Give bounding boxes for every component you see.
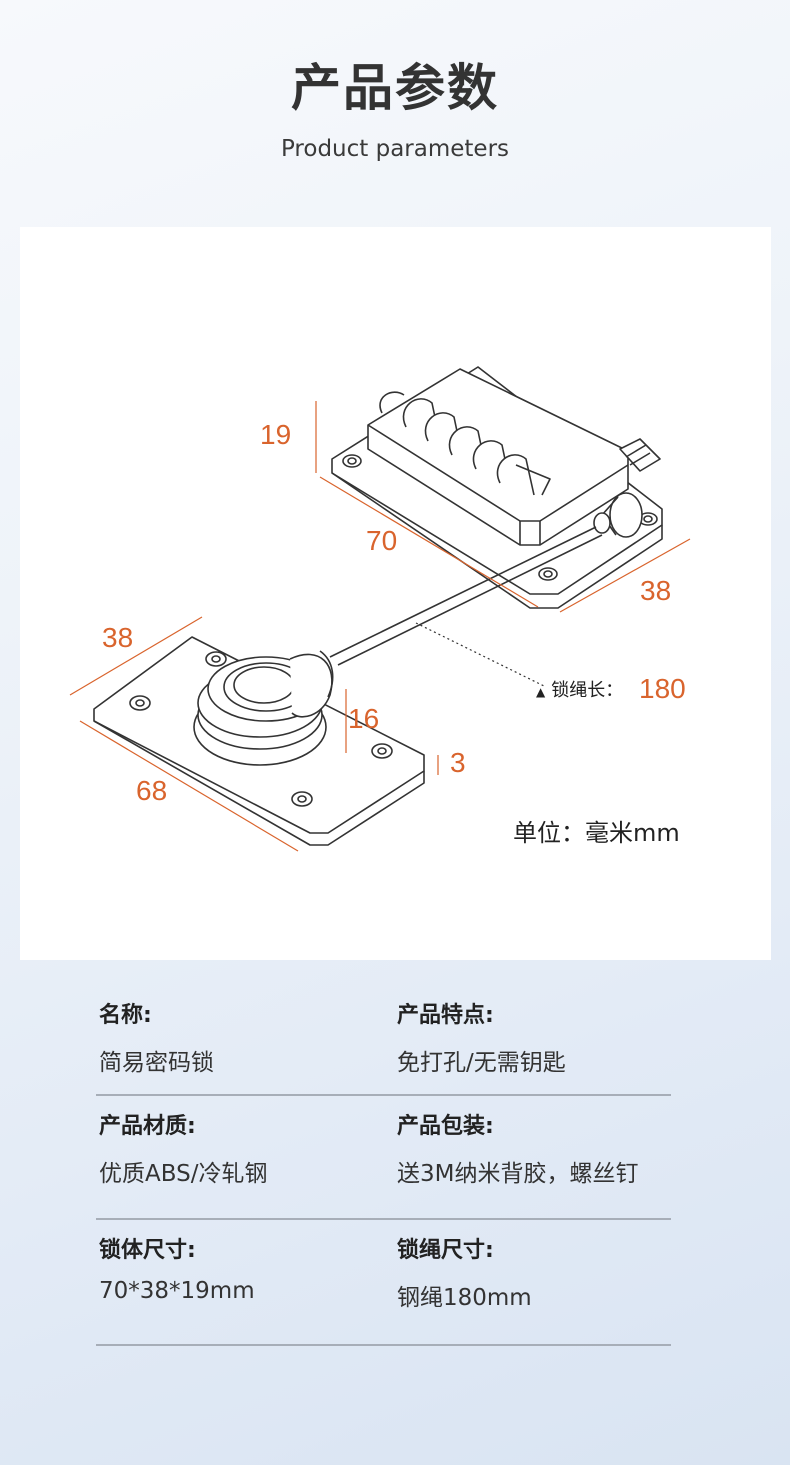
dim-lock-width: 38 [640, 575, 672, 606]
page-title: 产品参数 [291, 58, 499, 117]
spec-value: 钢绳180mm [397, 1285, 532, 1311]
side-knob [619, 438, 661, 472]
dim-plate-width: 38 [102, 622, 134, 653]
rope-leader-line [415, 622, 547, 688]
dimension-lines [69, 401, 691, 852]
dim-plate-length: 68 [136, 775, 168, 806]
spec-cell: 产品包装: 送3M纳米背胶，螺丝钉 [397, 1108, 638, 1188]
combination-dials [379, 391, 551, 496]
plate-hole-1 [205, 651, 227, 667]
spec-row: 锁体尺寸: 70*38*19mm 锁绳尺寸: 钢绳180mm [96, 1220, 671, 1346]
header: 产品参数 Product parameters [0, 0, 790, 220]
cup-receiver [193, 650, 334, 766]
screw-hole-1 [342, 454, 362, 468]
steel-rope [329, 526, 597, 658]
rope-length-value: 180 [639, 673, 686, 704]
dim-cup-height: 16 [348, 703, 380, 734]
spec-label: 锁体尺寸: [99, 1238, 196, 1263]
spec-value: 免打孔/无需钥匙 [397, 1050, 566, 1076]
spec-value: 70*38*19mm [99, 1278, 255, 1304]
unit-label: 单位：毫米mm [513, 819, 680, 847]
plate-hole-4 [291, 791, 313, 807]
spec-value: 简易密码锁 [99, 1050, 214, 1076]
spec-cell: 锁绳尺寸: 钢绳180mm [397, 1232, 532, 1312]
spec-label: 产品特点: [397, 1003, 494, 1028]
page-subtitle: Product parameters [280, 136, 510, 162]
spec-value: 优质ABS/冷轧钢 [99, 1161, 268, 1187]
spec-value: 送3M纳米背胶，螺丝钉 [397, 1161, 639, 1187]
dim-lock-height: 19 [260, 419, 292, 450]
spec-cell: 产品特点: 免打孔/无需钥匙 [397, 997, 566, 1077]
spec-cell: 锁体尺寸: 70*38*19mm [99, 1232, 255, 1304]
dim-plate-thickness: 3 [450, 747, 466, 778]
spec-label: 产品包装: [397, 1114, 494, 1139]
rope-anchor [593, 492, 643, 538]
spec-cell: 产品材质: 优质ABS/冷轧钢 [99, 1108, 267, 1188]
rope-length-label: ▲锁绳长： [536, 680, 624, 701]
spec-table: 名称: 简易密码锁 产品特点: 免打孔/无需钥匙 产品材质: 优质ABS/冷轧钢… [96, 985, 671, 1346]
plate-hole-3 [371, 743, 393, 759]
screw-hole-2 [538, 567, 558, 581]
spec-cell: 名称: 简易密码锁 [99, 997, 214, 1077]
spec-label: 产品材质: [99, 1114, 196, 1139]
triangle-marker-icon: ▲ [536, 685, 546, 699]
spec-row: 名称: 简易密码锁 产品特点: 免打孔/无需钥匙 [96, 985, 671, 1096]
spec-label: 锁绳尺寸: [397, 1238, 494, 1263]
product-diagram-panel: 19 70 38 38 68 16 3 ▲锁绳长： 180 单位：毫米mm [20, 227, 771, 960]
spec-row: 产品材质: 优质ABS/冷轧钢 产品包装: 送3M纳米背胶，螺丝钉 [96, 1096, 671, 1220]
lock-line-drawing [69, 366, 691, 852]
plate-hole-2 [129, 695, 151, 711]
spec-label: 名称: [99, 1003, 152, 1028]
dim-lock-length: 70 [366, 525, 398, 556]
